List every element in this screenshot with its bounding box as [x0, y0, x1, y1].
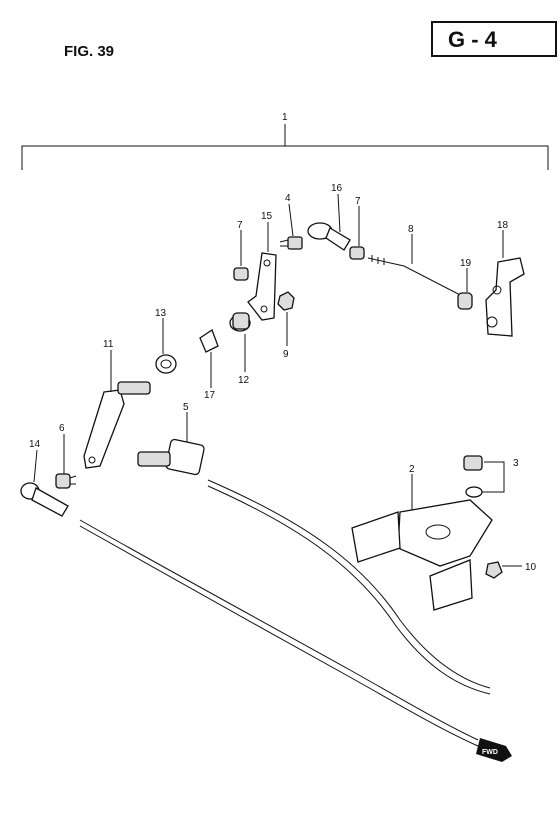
callout-6: 6: [59, 423, 65, 434]
part-7-nut-upper-right: [349, 246, 365, 260]
direction-arrow-tag: FWD: [476, 738, 512, 762]
part-7-nut-upper-left: [233, 267, 249, 281]
callout-11: 11: [103, 339, 114, 350]
part-16-rod-end: [307, 222, 351, 251]
section-code-box: G - 4: [431, 21, 557, 57]
callout-5: 5: [183, 402, 189, 413]
callout-19: 19: [460, 258, 472, 269]
part-12-bushing: [229, 312, 251, 332]
part-2-mounting-bracket: [351, 499, 493, 611]
leader-lines: [33, 193, 522, 567]
callout-15: 15: [261, 211, 273, 222]
callout-2: 2: [409, 464, 415, 475]
callout-12: 12: [238, 375, 250, 386]
callout-3: 3: [513, 458, 519, 469]
part-17-clip: [199, 329, 219, 353]
callout-17: 17: [204, 390, 216, 401]
part-5-cable-connector: [137, 438, 205, 476]
callout-14: 14: [29, 439, 41, 450]
part-4-screw: [279, 236, 303, 250]
callouts: 1 2 3 4 5 6 7 7 8 9 10 11 12 13 14 15 16…: [29, 112, 537, 573]
callout-10: 10: [525, 562, 537, 573]
direction-tag-label: FWD: [482, 749, 498, 756]
part-18-bracket: [485, 257, 525, 337]
section-code: G - 4: [448, 27, 498, 52]
part-9-nut: [277, 291, 295, 311]
part-11-lever: [83, 381, 151, 469]
control-cable-lower: [79, 519, 479, 747]
callout-7-left: 7: [237, 220, 243, 231]
part-6-bolt: [55, 473, 77, 489]
assembly-bracket: [21, 124, 549, 170]
callout-7-right: 7: [355, 196, 361, 207]
callout-4: 4: [285, 193, 291, 204]
callout-1: 1: [282, 112, 288, 123]
part-15-plate: [247, 252, 277, 321]
part-19-collar: [457, 292, 473, 310]
part-13-spacer: [155, 354, 177, 374]
part-10-nut: [485, 561, 503, 579]
figure-label: FIG. 39: [64, 43, 114, 60]
callout-9: 9: [283, 349, 289, 360]
part-3-bolt: [463, 455, 483, 498]
callout-13: 13: [155, 308, 167, 319]
part-8-rod: [367, 255, 467, 299]
control-cable-upper: [207, 479, 491, 695]
callout-8: 8: [408, 224, 414, 235]
callout-16: 16: [331, 183, 343, 194]
part-14-rod-end: [20, 482, 69, 517]
callout-18: 18: [497, 220, 509, 231]
